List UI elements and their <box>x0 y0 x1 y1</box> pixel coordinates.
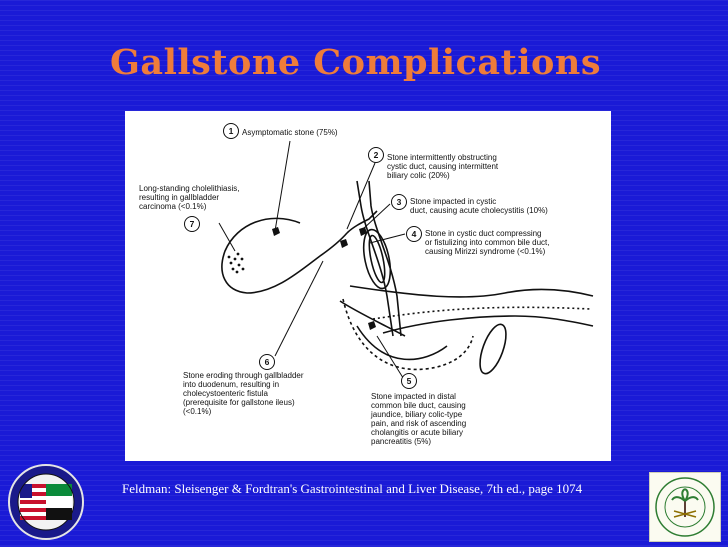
label-number-4: 4 <box>406 226 422 242</box>
citation: Feldman: Sleisenger & Fordtran's Gastroi… <box>122 481 583 496</box>
label-4-text: Stone in cystic duct compressing or fist… <box>425 229 550 256</box>
gallstone <box>272 227 280 236</box>
gallbladder-diagram: 1 Asymptomatic stone (75%) 2 Stone inter… <box>125 111 611 461</box>
label-number-2: 2 <box>368 147 384 163</box>
duodenum-bulb <box>362 228 392 290</box>
label-1-text: Asymptomatic stone (75%) <box>242 128 338 137</box>
label-number-1: 1 <box>223 123 239 139</box>
gallbladder-outline <box>221 217 348 294</box>
label-number-5: 5 <box>401 373 417 389</box>
common-bile-duct <box>356 180 394 337</box>
label-number-3: 3 <box>391 194 407 210</box>
label-number-6: 6 <box>259 354 275 370</box>
gallstone <box>340 239 348 248</box>
pancreas-bottom <box>382 315 594 334</box>
gallstone <box>359 227 367 236</box>
gallstone <box>368 321 376 330</box>
anatomy-drawing <box>218 140 594 382</box>
cystic-duct <box>346 210 378 234</box>
label-5-text: Stone impacted in distal common bile duc… <box>371 392 467 446</box>
military-seal-logo <box>6 462 86 542</box>
label-3-text: Stone impacted in cystic duct, causing a… <box>410 197 548 215</box>
label-7-text: Long-standing cholelithiasis, resulting … <box>139 184 240 211</box>
pancreas-top <box>349 285 594 298</box>
label-number-7: 7 <box>184 216 200 232</box>
label-6-text: Stone eroding through gallbladder into d… <box>183 371 304 416</box>
jejunum-loop <box>479 323 507 375</box>
label-2-text: Stone intermittently obstructing cystic … <box>387 153 499 180</box>
palm-tree-emblem-logo <box>649 472 721 542</box>
duodenum-curve <box>356 325 448 361</box>
slide-title: Gallstone Complications <box>110 42 602 83</box>
gallbladder-tumor <box>227 252 245 274</box>
